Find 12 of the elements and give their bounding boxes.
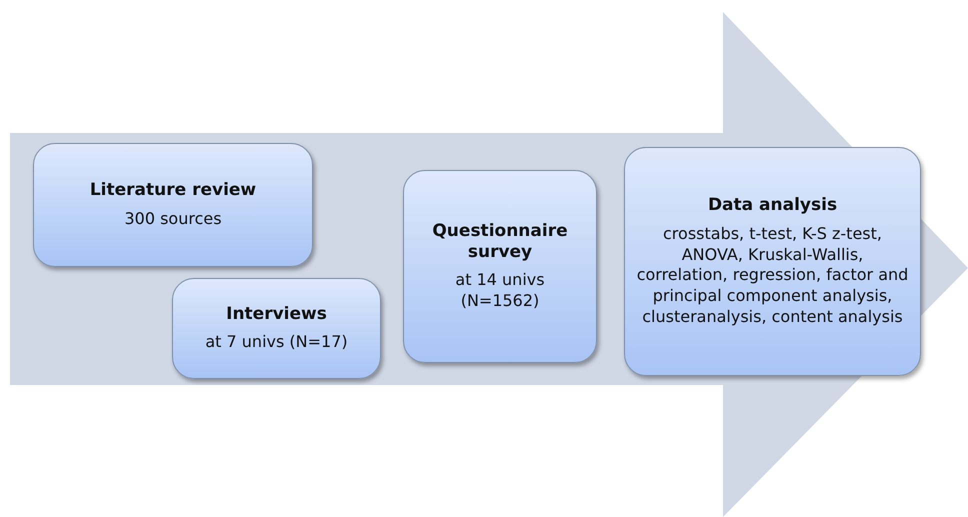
- box-text: crosstabs, t-test, K-S z-test, ANOVA, Kruskal-Wallis, correlation, regression, factor and principal component analysis, clusteranalysis, content analysis: [636, 224, 910, 328]
- box-heading: Data analysis: [708, 195, 838, 216]
- box-heading: Literature review: [90, 180, 256, 201]
- process-box: [172, 278, 381, 379]
- box-text: at 14 univs (N=1562): [454, 270, 546, 312]
- box-heading: Interviews: [226, 304, 327, 324]
- process-box: [624, 147, 921, 376]
- box-text: at 7 univs (N=17): [205, 332, 348, 354]
- box-heading: Questionnaire survey: [431, 221, 569, 262]
- process-box: [403, 170, 597, 363]
- process-box: [33, 143, 313, 267]
- box-text: 300 sources: [124, 208, 222, 230]
